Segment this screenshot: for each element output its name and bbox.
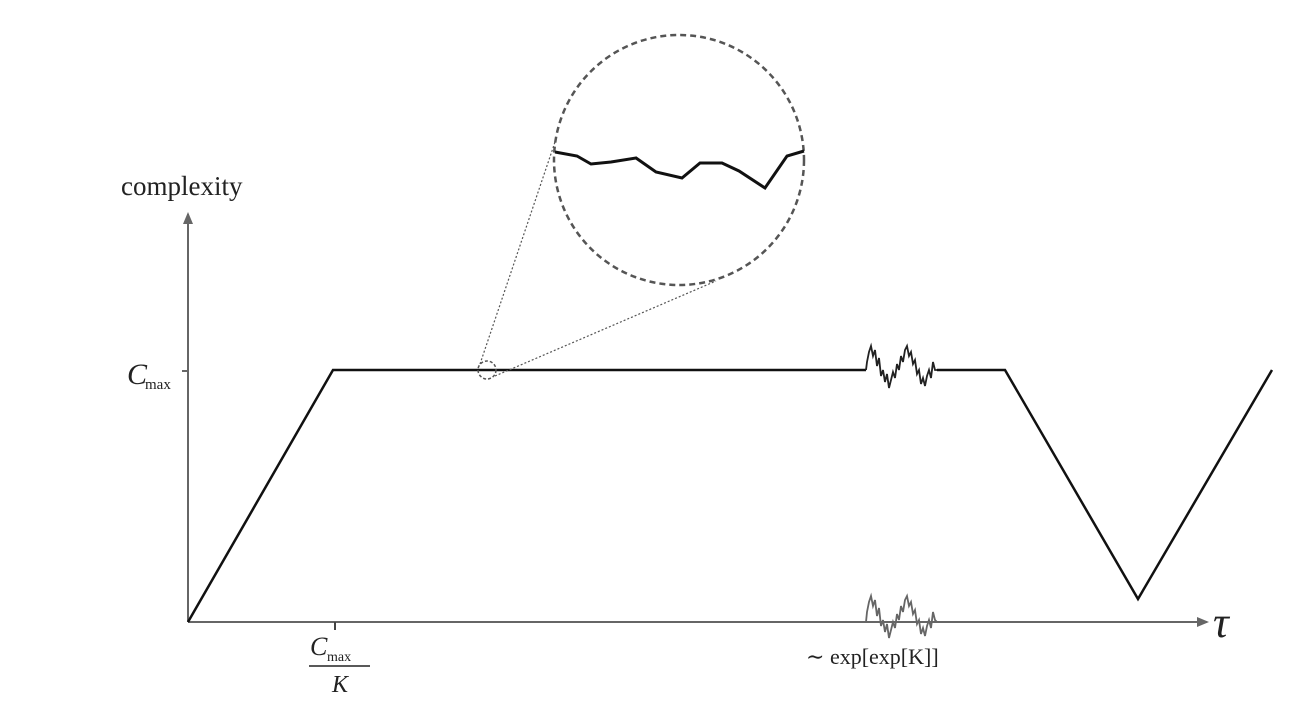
svg-text:∼ exp[exp[K]]: ∼ exp[exp[K]] <box>806 644 939 669</box>
svg-text:C: C <box>310 632 328 661</box>
svg-text:K: K <box>331 672 350 698</box>
zoom-connector-lower <box>494 280 717 377</box>
curve-recurrence-squiggle <box>865 342 937 389</box>
complexity-curve-rise-and-plateau <box>186 368 866 623</box>
zoom-source-circle <box>477 360 497 380</box>
zoom-connector-upper <box>479 141 556 365</box>
zoomed-fluctuation-line <box>554 149 805 191</box>
zoom-magnifier-circle <box>552 33 806 287</box>
svg-text:max: max <box>327 650 351 665</box>
axis-recurrence-squiggle <box>865 592 938 639</box>
y-axis-label: complexity <box>121 171 243 201</box>
y-tick-label-cmax: C max <box>127 358 171 393</box>
x-tick-label-recurrence: ∼ exp[exp[K]] <box>806 644 939 669</box>
complexity-curve-plateau-and-dip <box>937 368 1274 602</box>
svg-text:max: max <box>145 377 171 393</box>
x-axis-symbol: τ <box>1213 598 1231 647</box>
svg-text:C: C <box>127 358 148 391</box>
x-tick-label-ramp: C max K <box>309 632 370 698</box>
